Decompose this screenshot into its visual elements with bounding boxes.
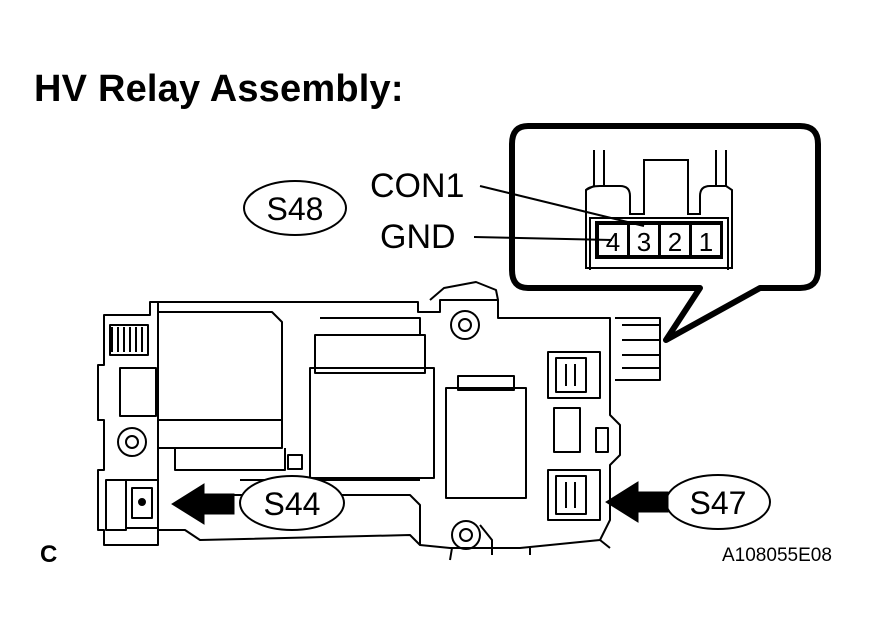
connector-callout: 4 3 2 1 <box>509 123 821 343</box>
connector-s48: S48 <box>243 180 347 236</box>
s47-label: S47 <box>690 485 747 521</box>
pin-cell-1 <box>690 223 722 257</box>
s44-label: S44 <box>264 486 321 522</box>
s48-label: S48 <box>267 191 324 227</box>
s44-arrow-icon <box>171 483 235 525</box>
figure-id: A108055E08 <box>722 545 832 566</box>
gnd-leader-line <box>473 236 613 241</box>
connector-s47: S47 <box>665 474 771 530</box>
pin-labels: CON1 GND <box>370 167 645 256</box>
s47-arrow-icon <box>605 481 669 523</box>
con1-label: CON1 <box>370 167 464 205</box>
gnd-label: GND <box>380 218 456 256</box>
pin-cells: 4 3 2 1 <box>597 223 722 257</box>
page-title: HV Relay Assembly: <box>34 68 404 110</box>
connector-s44: S44 <box>239 475 345 531</box>
pin-number: 2 <box>668 227 682 257</box>
con1-leader-line <box>479 185 645 227</box>
pin-number: 3 <box>637 227 651 257</box>
pin-number: 1 <box>699 227 713 257</box>
pin-number: 4 <box>606 227 620 257</box>
relay-assembly <box>97 281 661 561</box>
corner-label: C <box>40 541 58 568</box>
